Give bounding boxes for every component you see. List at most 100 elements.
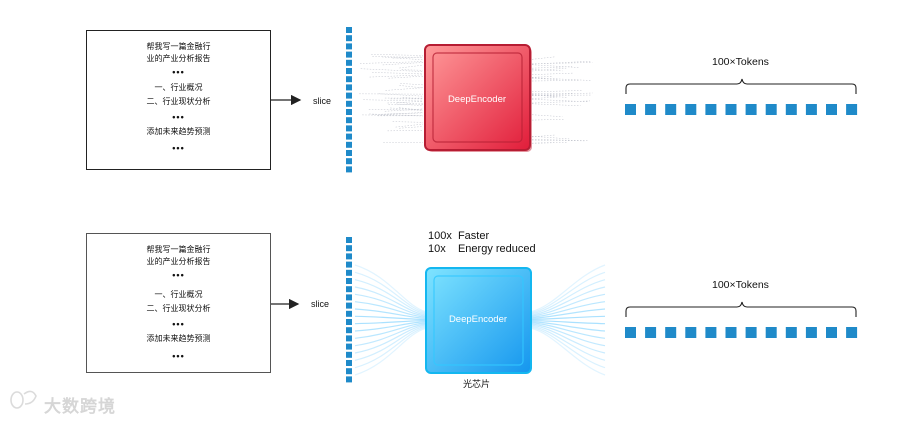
token-square xyxy=(705,327,717,338)
wave-line xyxy=(354,324,427,354)
data-stream-lines-top xyxy=(359,54,593,144)
slice-segment xyxy=(346,351,352,358)
slice-segment xyxy=(346,158,352,165)
slice-segment xyxy=(346,302,352,309)
token-square xyxy=(846,327,858,338)
wave-line xyxy=(354,321,427,332)
stream-line xyxy=(381,56,424,61)
wave-line xyxy=(530,293,606,317)
logo-mark-icon xyxy=(10,390,37,409)
stream-line xyxy=(531,142,568,144)
slice-segment xyxy=(346,133,352,140)
slice-segment xyxy=(346,109,352,115)
wave-line xyxy=(530,308,606,319)
wave-line xyxy=(530,301,606,318)
stream-line xyxy=(531,69,563,72)
token-square xyxy=(685,104,697,115)
slice-segment xyxy=(346,92,352,99)
tokens-label-top: 100×Tokens xyxy=(712,56,769,68)
slice-segment xyxy=(346,286,352,293)
ellipsis-dots: ••• xyxy=(172,351,185,361)
slice-segment xyxy=(346,310,352,317)
wave-line xyxy=(530,327,606,376)
doc-line: 添加未来趋势预测 xyxy=(146,334,211,343)
wave-line xyxy=(354,279,427,315)
token-square xyxy=(765,104,777,115)
stream-line xyxy=(531,90,583,93)
token-square xyxy=(805,104,817,115)
chip-label-bottom: DeepEncoder xyxy=(448,314,508,325)
doc-line: 业的产业分析报告 xyxy=(146,54,211,63)
wave-line xyxy=(354,301,427,318)
token-square xyxy=(745,104,757,115)
ellipsis-dots: ••• xyxy=(172,319,185,329)
token-square xyxy=(665,327,677,338)
stream-line xyxy=(397,101,424,105)
token-brace-bottom xyxy=(625,301,857,317)
stream-line xyxy=(401,69,424,71)
doc-line: 二、行业现状分析 xyxy=(146,97,211,106)
wave-line xyxy=(354,323,427,347)
slice-segment xyxy=(346,59,352,66)
stream-line xyxy=(378,93,424,97)
stream-line xyxy=(531,94,592,96)
stream-line xyxy=(392,121,424,123)
stream-line xyxy=(385,87,424,91)
slice-segment xyxy=(346,319,352,325)
slice-segment xyxy=(346,43,352,50)
wave-line xyxy=(530,325,606,361)
slice-segment xyxy=(346,150,352,156)
wave-line xyxy=(354,322,427,339)
slice-segment xyxy=(346,125,352,132)
slice-segment xyxy=(346,35,352,42)
stream-line xyxy=(392,56,424,59)
tokens-label-bottom: 100×Tokens xyxy=(712,279,769,291)
stream-line xyxy=(371,54,424,56)
stream-line xyxy=(380,112,424,115)
slice-label-top: slice xyxy=(313,96,332,106)
stream-line xyxy=(531,78,558,80)
slice-column-bottom xyxy=(346,237,352,383)
stream-line xyxy=(531,56,556,60)
stream-line xyxy=(372,56,424,58)
slice-label-bottom: slice xyxy=(311,299,330,309)
token-square xyxy=(725,327,737,338)
wave-line xyxy=(354,327,427,376)
token-square xyxy=(645,327,657,338)
stream-line xyxy=(531,76,553,78)
stream-line xyxy=(368,109,424,111)
input-document-bottom: 帮我写一篇金融行 业的产业分析报告 ••• 一、行业概况 二、行业现状分析 ••… xyxy=(86,233,271,373)
slice-segment xyxy=(346,84,352,91)
stream-line xyxy=(400,83,424,86)
light-wave-right xyxy=(530,264,606,376)
token-square xyxy=(805,327,817,338)
stream-line xyxy=(399,85,424,89)
slice-segment xyxy=(346,335,352,342)
token-square xyxy=(846,104,858,115)
stream-line xyxy=(531,100,590,104)
wave-line xyxy=(354,264,427,313)
stream-line xyxy=(531,61,591,65)
stream-line xyxy=(531,64,579,68)
token-brace-top xyxy=(625,78,857,94)
token-row-top xyxy=(625,104,858,115)
token-square xyxy=(745,327,757,338)
stream-line xyxy=(531,80,579,82)
ellipsis-dots: ••• xyxy=(172,67,185,77)
slice-segment xyxy=(346,327,352,334)
token-square xyxy=(765,327,777,338)
slice-segment xyxy=(346,261,352,268)
stream-line xyxy=(388,75,424,79)
wave-line xyxy=(354,308,427,319)
slice-segment xyxy=(346,294,352,301)
stream-line xyxy=(531,67,567,72)
stream-line xyxy=(398,107,424,111)
stream-line xyxy=(387,101,424,104)
stream-line xyxy=(384,108,424,112)
wave-line xyxy=(354,286,427,316)
slice-segment xyxy=(346,166,352,173)
slice-segment xyxy=(346,368,352,375)
wave-line xyxy=(354,326,427,369)
stream-line xyxy=(531,139,588,141)
performance-line: 10x Energy reduced xyxy=(428,243,536,255)
